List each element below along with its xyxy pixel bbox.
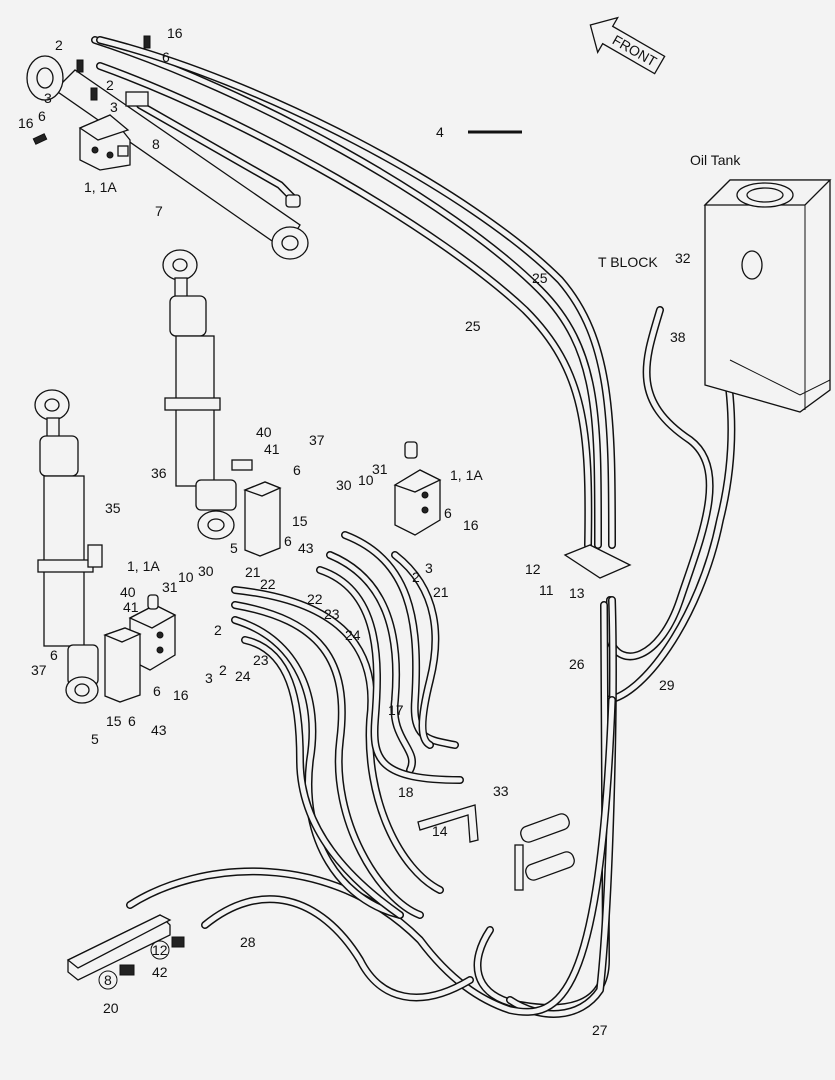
manifold-block [66, 914, 185, 981]
callout: 41 [123, 599, 139, 615]
callout: 6 [284, 533, 292, 549]
callout: 13 [569, 585, 585, 601]
callout: 6 [293, 462, 301, 478]
callout: 27 [592, 1022, 608, 1038]
callout: 22 [260, 576, 276, 592]
callout: 36 [151, 465, 167, 481]
callout: 33 [493, 783, 509, 799]
callout: 21 [433, 584, 449, 600]
callout: 2 [106, 77, 114, 93]
callout: 1, 1A [127, 558, 160, 574]
callout: 10 [178, 569, 194, 585]
callout: 24 [235, 668, 251, 684]
callout: 25 [465, 318, 481, 334]
callout: 37 [309, 432, 325, 448]
callout: 38 [670, 329, 686, 345]
callout: 16 [167, 25, 183, 41]
valve-block-left [128, 594, 177, 671]
bracket-11 [563, 544, 632, 579]
callout: 12 [525, 561, 541, 577]
callout: 37 [31, 662, 47, 678]
callout: 6 [128, 713, 136, 729]
callout: 18 [398, 784, 414, 800]
callout: 3 [205, 670, 213, 686]
callout: 23 [253, 652, 269, 668]
callout: 6 [162, 49, 170, 65]
callout: 30 [336, 477, 352, 493]
callout: 43 [298, 540, 314, 556]
callout: 7 [155, 203, 163, 219]
callout: 21 [245, 564, 261, 580]
cylinder-36 [162, 249, 253, 540]
callout: 24 [345, 627, 361, 643]
callout: 1, 1A [450, 467, 483, 483]
callout: 20 [103, 1000, 119, 1016]
callout: 10 [358, 472, 374, 488]
callout: 12 [152, 942, 168, 958]
t-block-label: T BLOCK [598, 254, 658, 270]
callout-circle [98, 970, 118, 990]
callout: 23 [324, 606, 340, 622]
callout: 43 [151, 722, 167, 738]
callout: 5 [91, 731, 99, 747]
callout: 16 [18, 115, 34, 131]
callout: 29 [659, 677, 675, 693]
front-direction-arrow: FRONT [589, 16, 666, 75]
oil-tank [703, 179, 832, 413]
callout: 35 [105, 500, 121, 516]
callout-circle [150, 940, 170, 960]
callout: 8 [152, 136, 160, 152]
callout: 2 [55, 37, 63, 53]
callout: 3 [110, 99, 118, 115]
callout: 22 [307, 591, 323, 607]
callout: 2 [219, 662, 227, 678]
callout: 40 [120, 584, 136, 600]
callout: 3 [425, 560, 433, 576]
callout: 6 [50, 647, 58, 663]
callout: 6 [38, 108, 46, 124]
callout: 15 [106, 713, 122, 729]
top-valve-block [32, 35, 151, 171]
callout: 41 [264, 441, 280, 457]
mounting-block-15 [243, 481, 282, 557]
callout: 32 [675, 250, 691, 266]
callout: 14 [432, 823, 448, 839]
oil-tank-label: Oil Tank [690, 152, 741, 168]
callout: 1, 1A [84, 179, 117, 195]
callout: 16 [173, 687, 189, 703]
mounting-block-15-left [103, 627, 142, 703]
callout: 3 [44, 90, 52, 106]
callout: 31 [162, 579, 178, 595]
callout: 6 [153, 683, 161, 699]
callout: 8 [104, 972, 112, 988]
callout: 31 [372, 461, 388, 477]
callout: 4 [436, 124, 444, 140]
callout: 42 [152, 964, 168, 980]
callout: 15 [292, 513, 308, 529]
callout: 30 [198, 563, 214, 579]
cylinder-35 [34, 389, 103, 704]
callout: 16 [463, 517, 479, 533]
callout: 17 [388, 702, 404, 718]
top-cylinder [26, 55, 309, 260]
callout: 2 [214, 622, 222, 638]
bracket-33 [417, 804, 479, 843]
callout: 26 [569, 656, 585, 672]
callout: 5 [230, 540, 238, 556]
control-valves [514, 813, 575, 891]
callout: 6 [444, 505, 452, 521]
callout-labels: 16 6 2 2 3 3 16 6 8 1, 1A 7 4 25 25 32 3… [18, 25, 691, 1038]
valve-block-right [393, 441, 442, 536]
callout: 40 [256, 424, 272, 440]
callout: 2 [412, 569, 420, 585]
callout: 11 [539, 582, 554, 598]
callout: 28 [240, 934, 256, 950]
callout: 25 [532, 270, 548, 286]
